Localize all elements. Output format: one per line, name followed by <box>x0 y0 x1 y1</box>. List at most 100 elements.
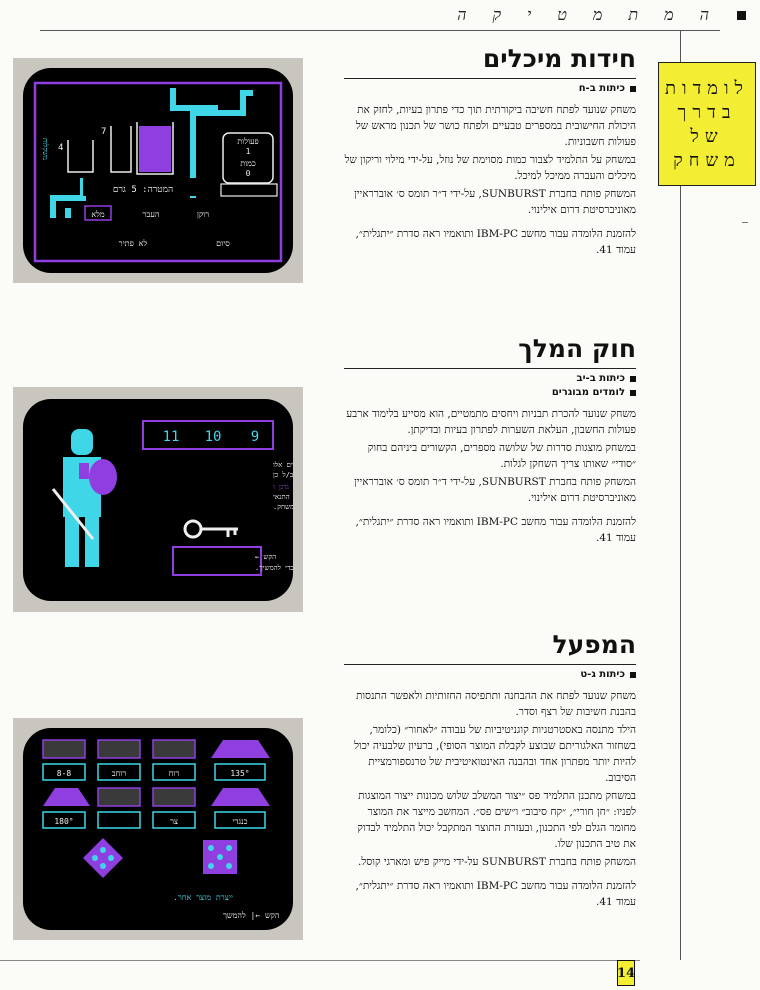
frame-right-rule <box>680 30 681 960</box>
result-message: ייצרת מוצר אחר. <box>173 893 233 902</box>
screen-frame <box>33 81 283 263</box>
section-body: משחק שנועד לפתח את ההבחנה ותתפיסה החזותי… <box>344 688 636 870</box>
game-screen-factory: 135° רוח רוחב 8-8 כנגדי צר 180° <box>42 739 280 920</box>
machine-label: רוחב <box>112 769 127 778</box>
body-paragraph: במשחק מוצגות סדרות של שלושה מספרים, הקשו… <box>367 442 636 470</box>
grade-tag: כיתות ג-ט <box>344 668 636 682</box>
body-paragraph: הילד מתנסה באסטרטגיות קוגניטיביות של עבו… <box>354 724 636 784</box>
continue-prompt: כדי להמשיך. <box>255 564 293 572</box>
page-number: 14 <box>617 960 635 986</box>
container-large <box>136 122 174 175</box>
topic-line: בדרך <box>677 101 737 123</box>
machine-row-middle <box>42 787 270 829</box>
machine-row-top <box>42 739 270 781</box>
pipe <box>170 88 218 111</box>
frame-top-rule <box>40 30 720 31</box>
sequence-number: 11 <box>163 429 180 445</box>
machine-label: 8-8 <box>57 769 72 778</box>
empty-button[interactable]: רוקן <box>197 210 209 219</box>
header-letter: ה <box>457 5 467 24</box>
tank-wheels <box>220 183 278 197</box>
crt-screen: 9 10 11 הקש מספרים אלו מתאימים לחוק? ב/ל… <box>23 399 293 601</box>
product-target-icon <box>203 840 237 874</box>
section-factory: המפעל כיתות ג-ט משחק שנועד לפתח את ההבחנ… <box>344 630 636 910</box>
order-reference: להזמנת הלומדה עבור מחשב IBM-PC ותואמיו ר… <box>355 880 636 908</box>
continue-prompt: הקש ← <box>255 553 276 561</box>
tag-bullet <box>630 376 636 382</box>
header-letter: ק <box>492 5 502 24</box>
order-reference: להזמנת הלומדה עבור מחשב IBM-PC ותואמיו ר… <box>355 516 636 544</box>
tag-bullet <box>630 390 636 396</box>
continue-prompt: הקש ←| להמשך <box>223 911 280 920</box>
product-raw-icon <box>83 838 123 878</box>
screenshot-photo-3: 135° רוח רוחב 8-8 כנגדי צר 180° <box>13 718 303 940</box>
instruction-line: ובדוק את התנאי <box>273 493 293 501</box>
grade-tag: כיתות ב-ח <box>344 82 636 96</box>
end-button[interactable]: סיום <box>216 239 230 248</box>
key-icon <box>183 519 238 539</box>
section-title: המפעל <box>552 630 636 659</box>
body-paragraph: משחק שנועד לפתח חשיבה ביקורתית תוך כדי פ… <box>355 104 636 148</box>
machine-label: צר <box>170 817 178 826</box>
section-body: משחק שנועד לפתח חשיבה ביקורתית תוך כדי פ… <box>344 102 636 218</box>
instruction-line: גרנן ו <box>273 483 290 491</box>
section-title: חוק המלך <box>518 334 636 363</box>
container-small <box>67 140 94 173</box>
unsolvable-button[interactable]: לא פתיר <box>119 239 148 248</box>
audience-tag: לומדים מבוגרים <box>344 386 636 400</box>
crt-screen: 135° רוח רוחב 8-8 כנגדי צר 180° <box>23 728 293 930</box>
number-box <box>142 420 274 450</box>
rotation-label: 180° <box>54 817 73 826</box>
target-bar <box>83 178 205 196</box>
crt-screen: 4 7 פעולות 1 כמות 0 המטרה: 5 גרם משקלות … <box>23 68 293 273</box>
header-letter: מ <box>664 5 674 24</box>
frame-bottom-rule <box>0 960 640 961</box>
tag-label: כיתות ג-ט <box>580 669 625 680</box>
tag-label: לומדים מבוגרים <box>551 387 625 398</box>
container-capacity-7: 7 <box>101 127 106 137</box>
sequence-number: 9 <box>251 429 259 445</box>
topic-box: לומדות בדרך של משחק <box>658 62 756 186</box>
section-body: משחק שנועד להכרת תבניות ויחסים מתמטיים, … <box>344 406 636 506</box>
body-paragraph: משחק שנועד להכרת תבניות ויחסים מתמטיים, … <box>346 408 636 436</box>
instruction-line: מתאימים לחוק? ב/ל כן <box>273 471 293 479</box>
body-paragraph: המשחק פותח בחברת SUNBURST על-ידי מייק פי… <box>358 856 636 868</box>
fill-button[interactable]: מלא <box>91 210 105 219</box>
rotation-label: 135° <box>230 769 249 778</box>
tag-bullet <box>630 672 636 678</box>
sequence-number: 10 <box>205 429 222 445</box>
screenshot-photo-1: 4 7 פעולות 1 כמות 0 המטרה: 5 גרם משקלות … <box>13 58 303 283</box>
transfer-button[interactable]: העבר <box>143 210 160 219</box>
header-letter: ת <box>628 5 639 24</box>
tag-label: כיתות ב-ח <box>578 83 625 94</box>
header-bullet-square <box>737 10 746 20</box>
tag-label: כיתות ב-יב <box>576 373 625 384</box>
body-paragraph: במשחק מתכנן התלמיד פס ״יצור המשלב שלוש מ… <box>357 790 636 850</box>
page-header: ה מ ת מ ט י ק ה <box>0 0 760 30</box>
instruction-line: הקש מספרים אלו <box>273 461 293 469</box>
ops-label: פעולות <box>237 137 258 146</box>
machine-label: כנגדי <box>232 817 247 826</box>
margin-dash <box>742 222 748 223</box>
continue-box[interactable] <box>172 546 262 576</box>
header-title: ה מ ת מ ט י ק ה <box>457 5 709 25</box>
amount-value: 0 <box>246 169 251 178</box>
order-reference: להזמנת הלומדה עבור מחשב IBM-PC ותואמיו ר… <box>355 228 636 256</box>
side-label: משקלות <box>41 138 49 160</box>
header-letter: י <box>527 5 532 24</box>
header-letter: מ <box>592 5 603 24</box>
body-paragraph: המשחק פותח בחברת SUNBURST, על-ידי ד״ר תו… <box>354 476 636 504</box>
body-paragraph: המשחק פותח בחברת SUNBURST, על-ידי ד״ר תו… <box>354 188 636 216</box>
grade-tag: כיתות ב-יב <box>344 372 636 386</box>
ops-value: 1 <box>246 147 251 156</box>
body-paragraph: במשחק על התלמיד לצבור כמות מסוימת של נוז… <box>344 154 636 182</box>
tank-icon <box>222 132 274 184</box>
screenshot-photo-2: 9 10 11 הקש מספרים אלו מתאימים לחוק? ב/ל… <box>13 387 303 612</box>
title-rule <box>344 664 636 665</box>
topic-line: של <box>690 125 724 147</box>
header-letter: ט <box>557 5 567 24</box>
container-filled <box>139 126 171 172</box>
fill-button-frame <box>84 205 112 221</box>
container-medium <box>110 126 132 173</box>
title-rule <box>344 78 636 79</box>
